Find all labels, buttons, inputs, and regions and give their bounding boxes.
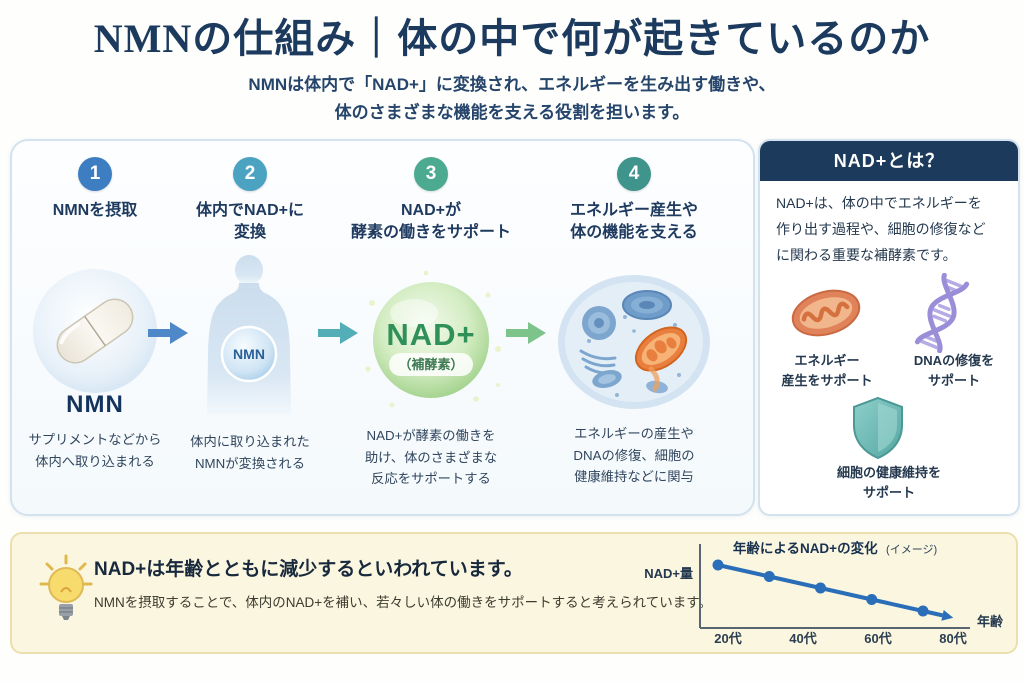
nmn-badge-label: NMN: [233, 346, 265, 362]
step-4-title: エネルギー産生や 体の機能を支える: [569, 202, 698, 241]
step-1-title: NMNを摂取: [52, 202, 138, 219]
age-decline-note: NAD+は年齢とともに減少するといわれています。 NMNを摂取することで、体内の…: [10, 532, 1018, 654]
note-body: NMNを摂取することで、体内のNAD+を補い、若々しい体の働きをサポートすると考…: [94, 595, 712, 610]
benefit-cell-health-label: 細胞の健康維持を サポート: [836, 465, 941, 500]
step-3-header: 3 NAD+が 酵素の働きをサポート: [342, 157, 520, 243]
step-1-number-badge: 1: [78, 157, 112, 191]
step-1-visual-label: NMN: [66, 391, 124, 418]
step-4-caption: エネルギーの産生や DNAの修復、細胞の 健康維持などに関与: [573, 426, 695, 485]
shield-icon: [849, 395, 907, 461]
chart-y-axis-label: NAD+量: [644, 566, 693, 581]
step-3-title: NAD+が 酵素の働きをサポート: [350, 202, 511, 241]
chart-data-point: [866, 594, 878, 605]
chart-title: 年齢によるNAD+の変化 (イメージ): [733, 540, 937, 557]
capsule-icon: [31, 267, 159, 395]
step-2-caption: 体内に取り込まれた NMNが変換される: [190, 434, 310, 471]
arrow-step2-step3-icon: [318, 319, 358, 347]
step-2-header: 2 体内でNAD+に 変換: [170, 157, 330, 243]
page-subtitle-line1: NMNは体内で「NAD+」に変換され、エネルギーを生み出す働きや、: [248, 75, 776, 94]
dna-icon: [910, 273, 974, 353]
page-title: NMNの仕組み｜体の中で何が起きているのか: [93, 16, 931, 61]
chart-data-point: [815, 582, 826, 594]
chart-x-tick: 20代: [714, 631, 741, 646]
chart-x-tick: 40代: [789, 631, 816, 646]
benefit-energy-label: エネルギー 産生をサポート: [781, 353, 873, 388]
chart-data-point: [917, 605, 929, 617]
nmn-badge-icon: NMN: [220, 325, 278, 383]
nucleus: [622, 290, 672, 320]
chart-arrowhead-icon: [941, 610, 954, 621]
chart-x-tick: 80代: [939, 631, 966, 646]
nad-info-card-title: NAD+とは？: [760, 141, 1018, 181]
lightbulb-icon: [38, 552, 94, 628]
chart-line: [717, 563, 943, 618]
mitochondria-icon: [786, 283, 866, 343]
step-2-title: 体内でNAD+に 変換: [195, 202, 304, 241]
arrow-step3-step4-icon: [506, 319, 546, 347]
step-1-caption: サプリメントなどから 体内へ取り込まれる: [28, 432, 162, 469]
process-panel: 1 NMNを摂取 2 体内でNAD+に 変換 3 NAD+が 酵素の働きをサポー…: [10, 139, 755, 516]
nad-sphere-icon: NAD+ （補酵素）: [356, 265, 506, 415]
nad-sphere-label: NAD+: [386, 317, 475, 352]
chart-data-point: [763, 571, 775, 582]
step-3-number-badge: 3: [414, 157, 448, 191]
nad-age-chart: 年齢によるNAD+の変化 (イメージ) NAD+量 年齢 20代 40代 60代 80…: [638, 536, 1010, 650]
step-4-number-badge: 4: [617, 157, 651, 191]
nad-info-card-body: NAD+は、体の中でエネルギーを 作り出す過程や、細胞の修復など に関わる重要な…: [776, 195, 986, 263]
cell-icon: [555, 271, 713, 413]
nad-sphere-sublabel: （補酵素）: [398, 357, 463, 372]
chart-x-tick: 60代: [864, 631, 891, 646]
step-3-caption: NAD+が酵素の働きを 助け、体のさまざまな 反応をサポートする: [364, 428, 498, 487]
note-title: NAD+は年齢とともに減少するといわれています。: [94, 559, 523, 580]
page-subtitle-line2: 体のさまざまな機能を支える役割を担います。: [334, 103, 690, 122]
nad-info-card: NAD+とは？ NAD+は、体の中でエネルギーを 作り出す過程や、細胞の修復など…: [758, 139, 1020, 516]
step-4-header: 4 エネルギー産生や 体の機能を支える: [530, 157, 738, 243]
cell-mitochondrion: [634, 326, 688, 372]
chart-x-axis-label: 年齢: [977, 614, 1004, 629]
chart-data-point: [712, 559, 724, 571]
benefit-dna-label: DNAの修復を サポート: [913, 353, 995, 388]
step-1-header: 1 NMNを摂取: [20, 157, 170, 222]
step-2-number-badge: 2: [233, 157, 267, 191]
arrow-step1-step2-icon: [148, 319, 188, 347]
